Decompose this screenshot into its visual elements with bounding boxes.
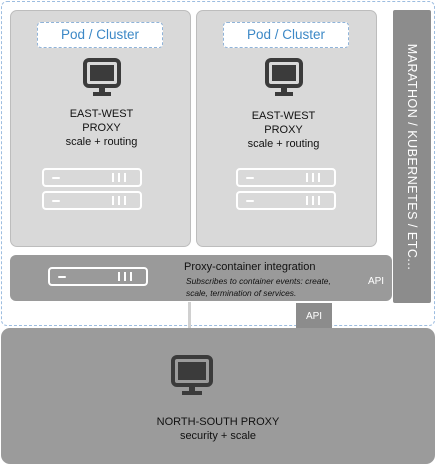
monitor-icon [171, 355, 213, 395]
north-south-proxy-panel: NORTH-SOUTH PROXY security + scale [1, 328, 435, 464]
container-network-boundary [1, 1, 435, 326]
east-west-proxy-label: EAST-WEST PROXY scale + routing [247, 110, 320, 150]
pod-cluster-1: Pod / Cluster EAST-WEST PROXY scale + ro… [10, 10, 191, 247]
east-west-proxy-label: EAST-WEST PROXY scale + routing [65, 108, 138, 148]
north-south-api-label: API [296, 303, 332, 330]
server-icon [48, 267, 148, 286]
monitor-icon [83, 58, 121, 96]
integration-title: Proxy-container integration [184, 261, 316, 273]
connector-line [188, 302, 191, 328]
pod-cluster-label: Pod / Cluster [37, 22, 163, 48]
server-icon [42, 168, 142, 187]
orchestrator-label: MARATHON / KUBERNETES / ETC... [405, 43, 419, 270]
server-icon [42, 191, 142, 210]
monitor-icon [265, 58, 303, 96]
orchestrator-bar: MARATHON / KUBERNETES / ETC... [393, 10, 431, 303]
integration-description: Subscribes to container events: create, … [186, 276, 331, 298]
integration-api-label: API [367, 276, 385, 287]
pod-cluster-label: Pod / Cluster [223, 22, 349, 48]
north-south-proxy-label: NORTH-SOUTH PROXY security + scale [156, 416, 280, 442]
proxy-container-integration: Proxy-container integration Subscribes t… [10, 255, 392, 301]
pod-cluster-2: Pod / Cluster EAST-WEST PROXY scale + ro… [196, 10, 377, 247]
server-icon [236, 168, 336, 187]
server-icon [236, 191, 336, 210]
